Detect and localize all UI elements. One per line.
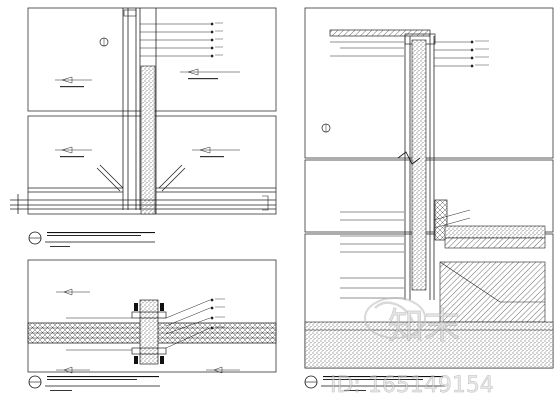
detail-panel-right-section — [304, 7, 554, 391]
watermark-logo-text: 知末 — [388, 306, 460, 347]
watermark-id: ID: 165149154 — [330, 373, 494, 398]
watermark-logo — [364, 297, 426, 339]
watermark: 知末 ID: 165149154 — [330, 297, 494, 398]
detail-panel-top-left — [10, 7, 277, 247]
detail-panel-bottom-left — [27, 259, 277, 391]
